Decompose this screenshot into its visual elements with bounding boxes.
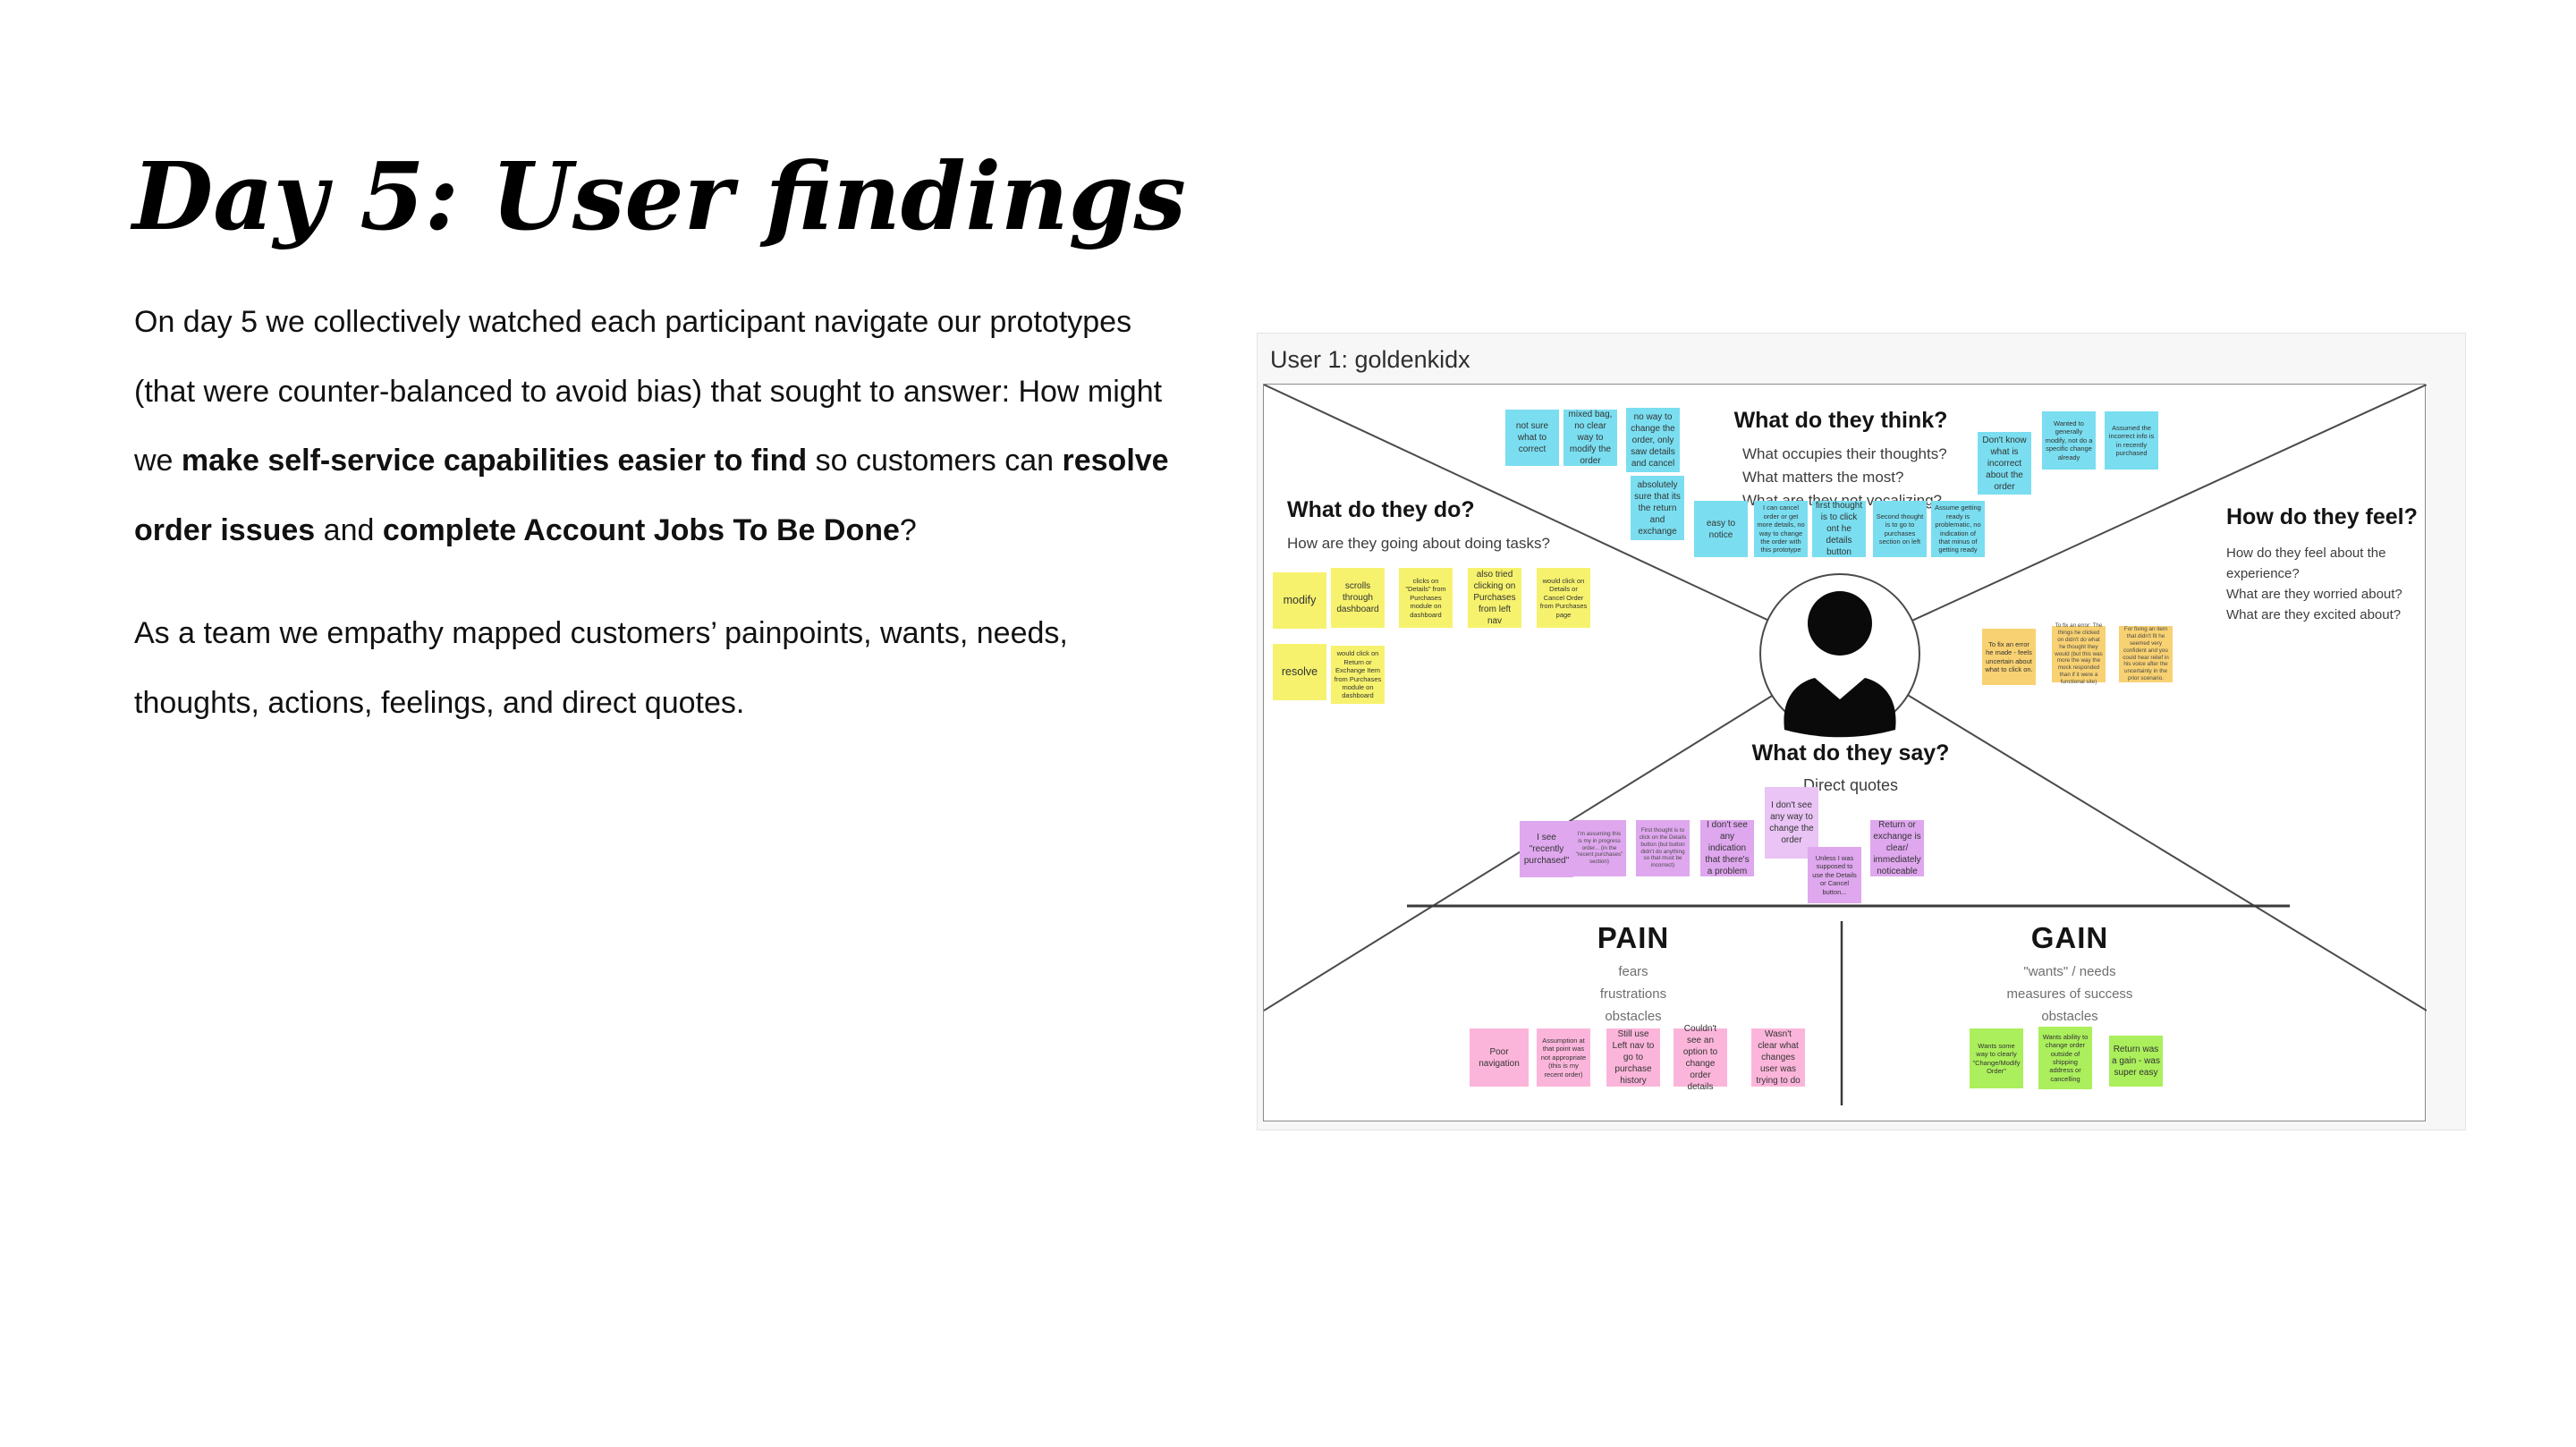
quadrant-subquestions: What occupies their thoughts? What matter…: [1742, 443, 1975, 512]
sub-line: What are they worried about?: [2226, 587, 2402, 602]
quadrant-think: What do they think? What occupies their …: [1707, 408, 1975, 512]
sticky-note: Wanted to generally modify, not do a spe…: [2042, 411, 2096, 470]
gain-title: GAIN: [2030, 921, 2109, 954]
sticky-note: Assumption at that point was not appropr…: [1537, 1028, 1590, 1087]
sub-line: frustrations: [1599, 986, 1667, 1002]
sticky-note: resolve: [1273, 644, 1326, 700]
sticky-note: To fix an error: The things he clicked o…: [2052, 622, 2106, 685]
sticky-note: For fixing an item that didn't fit he se…: [2119, 626, 2173, 682]
sub-line: What matters the most?: [1742, 469, 1904, 486]
gain-subs: "wants" / needs measures of success obstac…: [1980, 960, 2159, 1028]
empathy-map: What do they think? What occupies their …: [1263, 384, 2427, 1121]
body-copy: On day 5 we collectively watched each pa…: [134, 288, 1172, 772]
sticky-note: easy to notice: [1694, 501, 1748, 557]
sub-line: What occupies their thoughts?: [1742, 445, 1947, 462]
sticky-note: Assume getting ready is problematic, no …: [1931, 501, 1985, 557]
pain-title: PAIN: [1597, 921, 1670, 954]
sticky-note: Still use Left nav to go to purchase his…: [1606, 1028, 1660, 1087]
sticky-note: Wants some way to clearly "Change/Modify…: [1970, 1028, 2023, 1088]
empathy-map-lines: [1264, 385, 2427, 1105]
map-user-label: User 1: goldenkidx: [1270, 346, 1470, 373]
sticky-note: Wasn't clear what changes user was tryin…: [1751, 1028, 1805, 1087]
quadrant-subquestions: Direct quotes: [1716, 774, 1985, 797]
sticky-note: would click on Return or Exchange Item f…: [1331, 646, 1385, 704]
quadrant-feel: How do they feel? How do they feel about…: [2226, 504, 2419, 625]
page-title: Day 5: User findings: [132, 140, 1186, 251]
sticky-note: clicks on "Details" from Purchases modul…: [1399, 568, 1453, 628]
quadrant-subquestions: How are they going about doing tasks?: [1287, 532, 1582, 555]
sticky-note: I don't see any indication that there's …: [1700, 820, 1754, 876]
quadrant-title: What do they think?: [1733, 408, 1948, 433]
quadrant-do: What do they do? How are they going abou…: [1287, 497, 1582, 555]
sub-line: How are they going about doing tasks?: [1287, 535, 1550, 552]
sticky-note: absolutely sure that its the return and …: [1631, 476, 1684, 540]
sticky-note: no way to change the order, only saw det…: [1626, 408, 1680, 472]
quadrant-say: What do they say? Direct quotes: [1716, 740, 1985, 797]
sticky-note: would click on Details or Cancel Order f…: [1537, 568, 1590, 628]
sticky-note: Couldn't see an option to change order d…: [1674, 1024, 1727, 1092]
sticky-note: modify: [1273, 572, 1326, 629]
sticky-note: I can cancel order or get more details, …: [1754, 501, 1808, 557]
empathy-paragraph: As a team we empathy mapped customers’ p…: [134, 616, 1068, 720]
sticky-note: I see "recently purchased": [1520, 821, 1573, 877]
sticky-note: not sure what to correct: [1505, 410, 1559, 466]
sticky-note: Return was a gain - was super easy: [2109, 1036, 2163, 1087]
sub-line: "wants" / needs: [2023, 964, 2116, 979]
pain-subs: fears frustrations obstacles: [1544, 960, 1723, 1028]
sticky-note: First thought is to click on the Details…: [1636, 820, 1690, 876]
sticky-note: Wants ability to change order outside of…: [2038, 1027, 2092, 1089]
intro-paragraph: On day 5 we collectively watched each pa…: [134, 305, 1169, 547]
sticky-note: first thought is to click ont he details…: [1812, 501, 1866, 557]
quadrant-subquestions: How do they feel about the experience? Wh…: [2226, 543, 2419, 625]
sticky-note: mixed bag, no clear way to modify the or…: [1563, 410, 1617, 466]
quadrant-title: How do they feel?: [2226, 504, 2418, 529]
sub-line: How do they feel about the experience?: [2226, 546, 2386, 581]
sub-line: fears: [1618, 964, 1648, 979]
gain-section: GAIN "wants" / needs measures of success o…: [1980, 921, 2159, 1028]
sticky-note: Unless I was supposed to use the Details…: [1808, 847, 1861, 903]
sub-line: Direct quotes: [1802, 776, 1899, 794]
sticky-note: Second thought is to go to purchases sec…: [1873, 501, 1927, 557]
sticky-note: Don't know what is incorrect about the o…: [1978, 432, 2031, 495]
sub-line: obstacles: [2041, 1009, 2098, 1024]
sticky-note: Assumed the incorrect info is in recentl…: [2105, 411, 2158, 470]
sub-line: What are they excited about?: [2226, 607, 2402, 622]
sub-line: obstacles: [1605, 1009, 1662, 1024]
pain-section: PAIN fears frustrations obstacles: [1544, 921, 1723, 1028]
quadrant-title: What do they say?: [1751, 740, 1950, 766]
sticky-note: Return or exchange is clear/ immediately…: [1870, 820, 1924, 876]
sticky-note: also tried clicking on Purchases from le…: [1468, 568, 1521, 628]
sticky-note: To fix an error he made - feels uncertai…: [1982, 629, 2036, 685]
sticky-note: I don't see any way to change the order: [1765, 787, 1818, 859]
empathy-map-panel: User 1: goldenkidx What do they think? W…: [1257, 333, 2466, 1130]
quadrant-title: What do they do?: [1287, 497, 1475, 522]
sub-line: measures of success: [2006, 986, 2133, 1002]
sticky-note: Poor navigation: [1470, 1028, 1529, 1087]
sticky-note: I'm assuming this is my in progress orde…: [1572, 820, 1626, 876]
sticky-note: scrolls through dashboard: [1331, 568, 1385, 628]
person-icon: [1759, 573, 1920, 738]
